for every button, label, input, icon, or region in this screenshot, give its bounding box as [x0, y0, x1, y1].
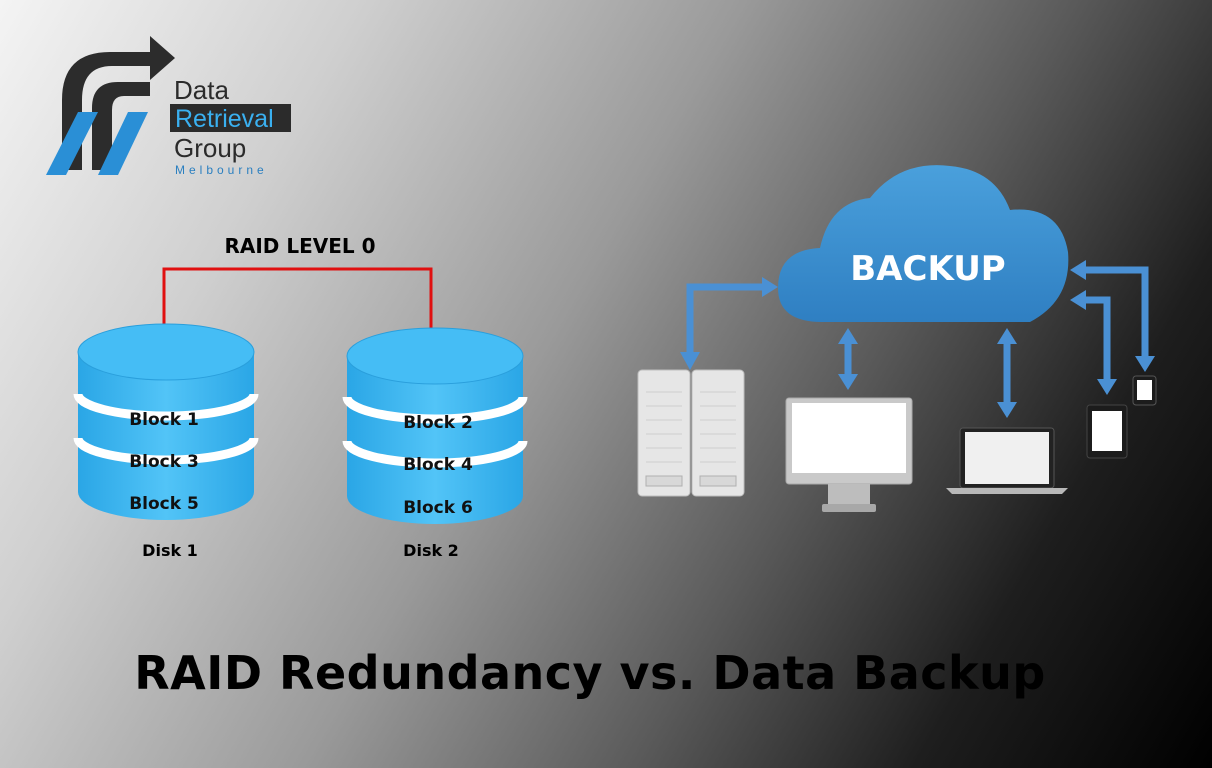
raid-connector-line — [162, 267, 433, 350]
server-rack-icon — [637, 369, 745, 497]
phone-sync-arrow-icon — [1080, 266, 1149, 362]
cloud-icon — [778, 165, 1069, 322]
laptop-icon — [946, 427, 1068, 494]
raid-title: RAID LEVEL 0 — [224, 234, 375, 258]
disk-2-block-1: Block 2 — [403, 413, 473, 433]
tablet-icon — [1086, 404, 1128, 459]
tablet-sync-arrow-icon — [1080, 296, 1111, 385]
disk-1-block-3: Block 5 — [129, 494, 199, 514]
disk-2-block-3: Block 6 — [403, 498, 473, 518]
logo-word-data: Data — [174, 75, 229, 105]
disk-1-label: Disk 1 — [142, 541, 198, 560]
disk-1-block-1: Block 1 — [129, 410, 199, 430]
raid-diagram: RAID LEVEL 0 Block 1 Block 3 Block 5 Dis… — [73, 234, 528, 560]
logo-mark-icon — [46, 36, 175, 175]
logo-word-retrieval: Retrieval — [175, 105, 274, 133]
backup-arrows — [680, 260, 1155, 418]
phone-icon — [1132, 375, 1157, 406]
server-sync-arrow-icon — [686, 283, 772, 362]
logo-word-group: Group — [174, 133, 246, 163]
brand-logo: Data Retrieval Group Melbourne — [46, 36, 291, 177]
disk-1-block-2: Block 3 — [129, 452, 199, 472]
main-title: RAID Redundancy vs. Data Backup — [134, 646, 1046, 700]
desktop-monitor-icon — [785, 397, 913, 512]
cloud-label: BACKUP — [850, 249, 1005, 289]
disk-2-block-2: Block 4 — [403, 455, 473, 475]
backup-diagram: BACKUP — [637, 165, 1157, 512]
logo-tagline: Melbourne — [175, 163, 268, 177]
logo-highlight-bar — [170, 104, 291, 132]
disk-1: Block 1 Block 3 Block 5 Disk 1 — [73, 323, 259, 560]
disk-2-label: Disk 2 — [403, 541, 459, 560]
disk-2: Block 2 Block 4 Block 6 Disk 2 — [342, 327, 528, 560]
